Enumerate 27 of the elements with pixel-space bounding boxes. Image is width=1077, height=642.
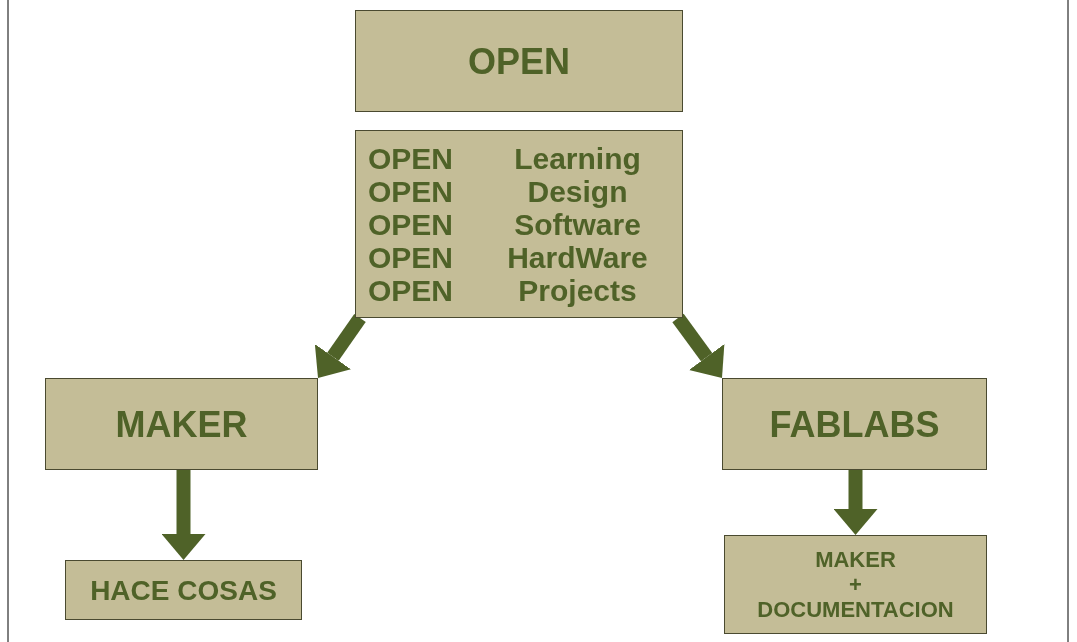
box-label: DOCUMENTACION <box>757 597 954 622</box>
text-box <box>355 130 683 318</box>
arrow <box>161 470 206 560</box>
arrow <box>833 470 878 535</box>
box-label: MAKER <box>815 547 896 572</box>
box-label: OPEN <box>368 273 454 307</box>
arrow <box>314 314 366 378</box>
box-label: OPEN <box>368 240 454 274</box>
box-label: Software <box>513 207 642 241</box>
box-label: OPEN <box>368 207 454 241</box>
text-box <box>355 10 683 112</box>
box-label: HACE COSAS <box>90 573 277 608</box>
box-label: Design <box>527 174 628 208</box>
text-box <box>722 378 987 470</box>
box-label: OPEN <box>468 39 570 84</box>
box-label: Projects <box>517 273 638 307</box>
box-label: OPEN <box>368 141 454 175</box>
text-box <box>65 560 302 620</box>
text-box <box>724 535 987 634</box>
box-label: Learning <box>513 141 642 175</box>
box-label: MAKER <box>115 402 248 447</box>
arrow <box>672 313 725 378</box>
box-label: HardWare <box>506 240 649 274</box>
box-label: + <box>849 572 862 597</box>
box-label: FABLABS <box>769 402 940 447</box>
box-label: OPEN <box>368 174 454 208</box>
text-box <box>45 378 318 470</box>
